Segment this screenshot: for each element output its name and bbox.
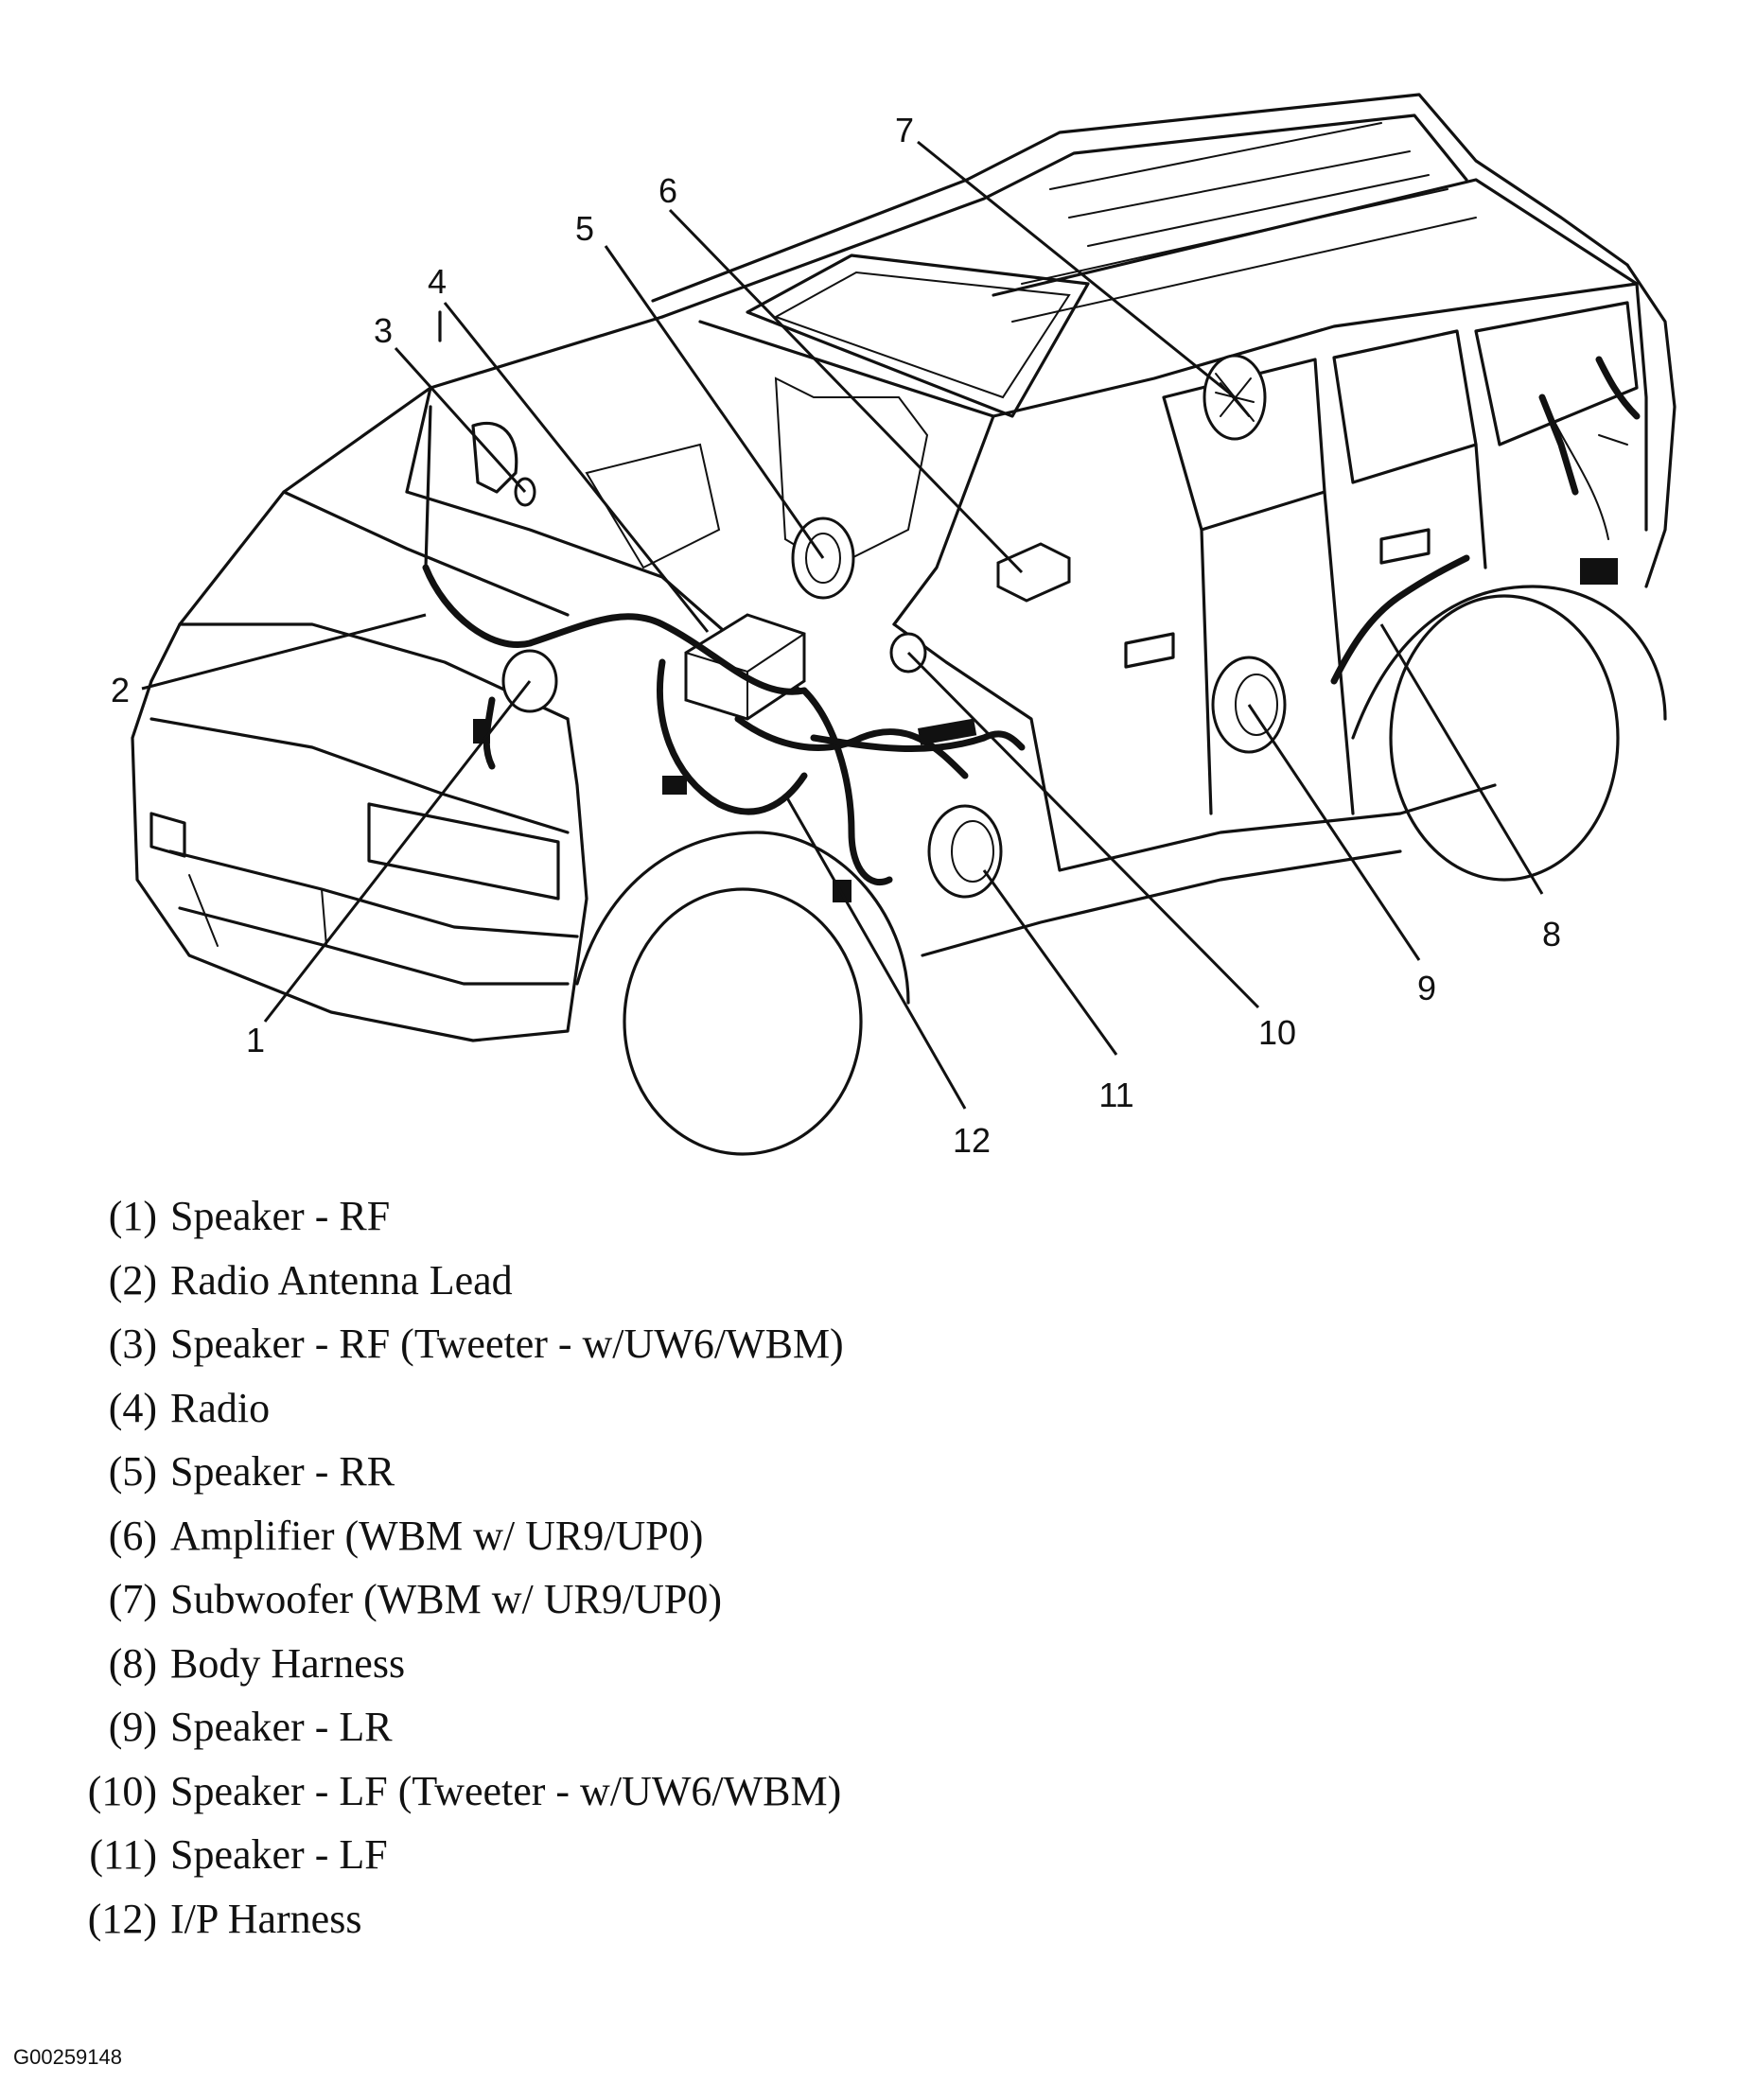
callout-1: 1 (246, 1021, 265, 1059)
legend-label: Speaker - RF (170, 1193, 391, 1239)
vehicle-audio-component-diagram: 1 2 3 4 5 6 7 8 9 10 11 12 (111, 93, 1677, 1160)
callout-12: 12 (953, 1121, 991, 1160)
legend-item: (6) Amplifier (WBM w/ UR9/UP0) (64, 1504, 1105, 1568)
legend-label: Speaker - RR (170, 1448, 395, 1495)
legend-label: Speaker - LF (Tweeter - w/UW6/WBM) (170, 1767, 842, 1814)
legend-item: (4) Radio (64, 1376, 1105, 1441)
leader-9 (1247, 704, 1421, 961)
callout-10: 10 (1258, 1013, 1296, 1052)
callout-11: 11 (1098, 1076, 1133, 1114)
legend-number: (10) (87, 1767, 157, 1814)
component-legend: (1) Speaker - RF (2) Radio Antenna Lead (3… (64, 1184, 1105, 1951)
legend-label: Speaker - RF (Tweeter - w/UW6/WBM) (170, 1321, 844, 1367)
legend-label: Radio Antenna Lead (170, 1256, 513, 1304)
vehicle-body-outline (131, 93, 1677, 1156)
legend-number: (7) (108, 1576, 157, 1622)
legend-item: (9) Speaker - LR (64, 1695, 1105, 1759)
legend-item: (1) Speaker - RF (64, 1184, 1105, 1249)
legend-number: (12) (87, 1895, 157, 1942)
legend-label: Radio (170, 1384, 271, 1431)
leader-1 (263, 680, 532, 1023)
legend-item: (11) Speaker - LF (64, 1823, 1105, 1887)
legend-item: (8) Body Harness (64, 1632, 1105, 1696)
leader-4 (443, 302, 710, 633)
callout-numbers: 1 2 3 4 5 6 7 8 9 10 11 12 (111, 111, 1561, 1160)
leader-5 (604, 245, 825, 559)
callout-7: 7 (895, 111, 914, 149)
legend-item: (12) I/P Harness (64, 1887, 1105, 1951)
legend-number: (2) (108, 1256, 157, 1304)
radio-unit (684, 613, 806, 721)
legend-item: (5) Speaker - RR (64, 1440, 1105, 1504)
leader-8 (1379, 623, 1544, 895)
leader-3 (394, 346, 527, 494)
legend-number: (5) (108, 1448, 157, 1495)
legend-label: Body Harness (170, 1639, 406, 1687)
leader-10 (906, 651, 1260, 1009)
legend-item: (2) Radio Antenna Lead (64, 1249, 1105, 1313)
legend-item: (3) Speaker - RF (Tweeter - w/UW6/WBM) (64, 1312, 1105, 1376)
callout-8: 8 (1542, 915, 1561, 954)
legend-item: (10) Speaker - LF (Tweeter - w/UW6/WBM) (64, 1759, 1105, 1824)
leader-2 (141, 613, 427, 691)
leader-lines (141, 140, 1544, 1110)
legend-label: Speaker - LR (170, 1704, 393, 1750)
speaker-lf-unit (927, 804, 1003, 899)
legend-item: (7) Subwoofer (WBM w/ UR9/UP0) (64, 1567, 1105, 1632)
leader-12 (783, 794, 967, 1110)
callout-5: 5 (575, 209, 594, 248)
callout-3: 3 (374, 311, 393, 350)
callout-9: 9 (1417, 969, 1436, 1007)
callout-4: 4 (428, 262, 447, 301)
legend-number: (11) (89, 1831, 157, 1878)
legend-number: (9) (108, 1704, 157, 1750)
legend-number: (1) (108, 1193, 157, 1239)
legend-number: (6) (108, 1512, 157, 1559)
legend-label: Speaker - LF (170, 1831, 388, 1878)
legend-label: Amplifier (WBM w/ UR9/UP0) (170, 1512, 704, 1559)
amplifier-unit (996, 542, 1071, 603)
legend-number: (4) (108, 1384, 157, 1431)
wiring-harness (422, 356, 1641, 902)
legend-label: Subwoofer (WBM w/ UR9/UP0) (170, 1576, 722, 1622)
legend-number: (3) (108, 1321, 157, 1367)
legend-label: I/P Harness (170, 1895, 362, 1942)
leader-11 (982, 869, 1118, 1056)
callout-6: 6 (658, 171, 677, 210)
leader-7 (917, 140, 1236, 399)
callout-2: 2 (111, 671, 130, 709)
leader-6 (668, 208, 1024, 574)
figure-id: G00259148 (13, 2045, 122, 2069)
legend-number: (8) (108, 1639, 157, 1687)
